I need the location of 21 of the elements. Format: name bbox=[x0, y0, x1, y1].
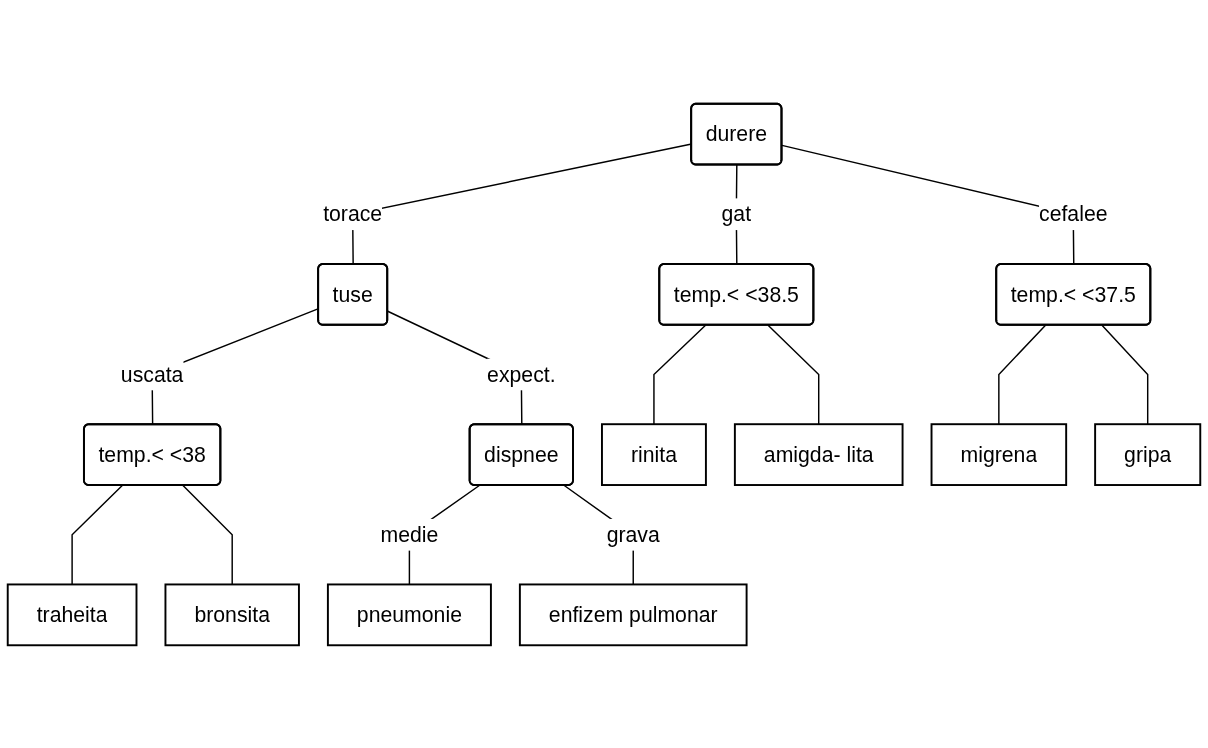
node-box: amigda- lita bbox=[733, 422, 904, 486]
node-box: migrena bbox=[930, 422, 1068, 486]
edge-label: cefalee bbox=[1039, 201, 1108, 226]
node-box: traheita bbox=[6, 583, 138, 646]
connector bbox=[182, 484, 233, 585]
edge-label: expect. bbox=[487, 361, 556, 387]
edge-label: medie bbox=[380, 522, 439, 547]
connector bbox=[653, 324, 707, 425]
edge-label: torace bbox=[323, 201, 383, 226]
connector bbox=[71, 484, 123, 585]
node-box: gripa bbox=[1094, 422, 1202, 486]
node-box: bronsita bbox=[164, 583, 300, 646]
node-box: pneumonie bbox=[326, 583, 492, 646]
connector bbox=[998, 324, 1047, 425]
edge-label: uscata bbox=[120, 361, 184, 387]
connector bbox=[767, 324, 820, 425]
connector bbox=[1101, 324, 1149, 425]
edge-label: grava bbox=[606, 522, 660, 547]
edge-label: gat bbox=[721, 201, 752, 226]
node-box: enfizem pulmonar bbox=[518, 583, 748, 646]
node-box: rinita bbox=[601, 422, 707, 486]
